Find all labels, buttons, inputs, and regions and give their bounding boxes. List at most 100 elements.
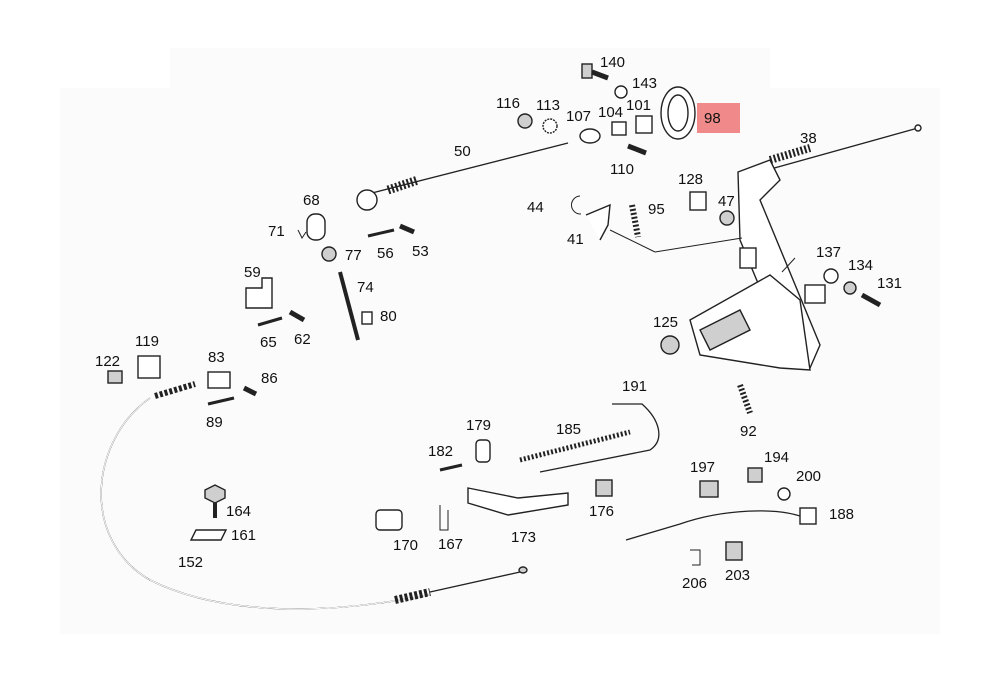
callout-128[interactable]: 128 <box>678 171 703 188</box>
callout-68[interactable]: 68 <box>303 192 320 209</box>
callout-185[interactable]: 185 <box>556 421 581 438</box>
sleeve-101 <box>635 115 653 134</box>
bracket-119 <box>137 355 161 379</box>
callout-167[interactable]: 167 <box>438 536 463 553</box>
callout-50[interactable]: 50 <box>454 143 471 160</box>
callout-194[interactable]: 194 <box>764 449 789 466</box>
cable-188-end <box>799 507 817 525</box>
bushing-104 <box>611 121 627 136</box>
callout-77[interactable]: 77 <box>345 247 362 264</box>
callout-164[interactable]: 164 <box>226 503 251 520</box>
bolt-131 <box>860 292 882 308</box>
callout-53[interactable]: 53 <box>412 243 429 260</box>
callout-98[interactable]: 98 <box>704 110 721 127</box>
callout-71[interactable]: 71 <box>268 223 285 240</box>
bushing-122 <box>107 370 123 384</box>
cable-152-end-a <box>154 381 196 399</box>
nut-77 <box>321 246 337 262</box>
washer-143 <box>614 85 628 99</box>
callout-104[interactable]: 104 <box>598 104 623 121</box>
bolt-176 <box>595 479 613 497</box>
callout-62[interactable]: 62 <box>294 331 311 348</box>
callout-107[interactable]: 107 <box>566 108 591 125</box>
callout-labels: 140 143 116 113 107 104 101 98 110 50 38… <box>95 54 902 592</box>
callout-74[interactable]: 74 <box>357 279 374 296</box>
callout-197[interactable]: 197 <box>690 459 715 476</box>
cable-188 <box>625 510 811 541</box>
washer-137 <box>823 268 839 284</box>
callout-152[interactable]: 152 <box>178 554 203 571</box>
cable-152-core <box>100 397 431 610</box>
rod-50-assembly <box>356 142 569 211</box>
clip-167 <box>439 505 449 531</box>
spring-38 <box>768 144 812 164</box>
nut-47 <box>719 210 735 226</box>
clip-44 <box>571 195 582 215</box>
clip-128 <box>689 191 707 211</box>
callout-125[interactable]: 125 <box>653 314 678 331</box>
bracket-59 <box>245 277 273 309</box>
washer-200 <box>777 487 791 501</box>
bolt-86 <box>242 385 258 397</box>
callout-188[interactable]: 188 <box>829 506 854 523</box>
bolt-140-head <box>581 63 593 79</box>
callout-101[interactable]: 101 <box>626 97 651 114</box>
callout-116[interactable]: 116 <box>496 95 520 112</box>
small-parts-top <box>517 63 882 415</box>
callout-206[interactable]: 206 <box>682 575 707 592</box>
callout-56[interactable]: 56 <box>377 245 394 262</box>
callout-170[interactable]: 170 <box>393 537 418 554</box>
callout-161[interactable]: 161 <box>231 527 256 544</box>
bracket-detail <box>699 309 751 351</box>
callout-110[interactable]: 110 <box>610 161 634 178</box>
callout-140[interactable]: 140 <box>600 54 625 71</box>
callout-38[interactable]: 38 <box>800 130 817 147</box>
callout-119[interactable]: 119 <box>135 333 159 350</box>
lever-bracket <box>689 274 811 371</box>
lever-block <box>739 247 757 269</box>
pin-179 <box>475 439 491 463</box>
leader-41b <box>654 237 743 253</box>
cable-152-end-b <box>394 588 431 604</box>
pin-71 <box>297 229 307 239</box>
callout-176[interactable]: 176 <box>589 503 614 520</box>
callout-182[interactable]: 182 <box>428 443 453 460</box>
part-98-ring-inner <box>667 94 689 132</box>
leader-137 <box>781 257 796 273</box>
callout-59[interactable]: 59 <box>244 264 261 281</box>
callout-83[interactable]: 83 <box>208 349 225 366</box>
bracket-170 <box>375 509 403 531</box>
callout-47[interactable]: 47 <box>718 193 735 210</box>
callout-95[interactable]: 95 <box>648 201 665 218</box>
callout-200[interactable]: 200 <box>796 468 821 485</box>
callout-80[interactable]: 80 <box>380 308 397 325</box>
leader-41 <box>609 229 656 253</box>
callout-173[interactable]: 173 <box>511 529 536 546</box>
lever-173 <box>467 487 569 516</box>
callout-41[interactable]: 41 <box>567 231 584 248</box>
cable-152-wire <box>429 571 521 593</box>
callout-131[interactable]: 131 <box>877 275 902 292</box>
callout-113[interactable]: 113 <box>536 97 560 114</box>
nut-194 <box>747 467 763 483</box>
bolt-164-head <box>204 484 226 504</box>
spring-50 <box>386 175 420 195</box>
callout-92[interactable]: 92 <box>740 423 757 440</box>
lower-left-parts <box>189 484 228 541</box>
callout-44[interactable]: 44 <box>527 199 544 216</box>
callout-203[interactable]: 203 <box>725 567 750 584</box>
callout-137[interactable]: 137 <box>816 244 841 261</box>
callout-134[interactable]: 134 <box>848 257 873 274</box>
callout-65[interactable]: 65 <box>260 334 277 351</box>
bolt-53 <box>399 223 415 235</box>
callout-89[interactable]: 89 <box>206 414 223 431</box>
callout-179[interactable]: 179 <box>466 417 491 434</box>
part-98[interactable] <box>660 86 696 140</box>
callout-86[interactable]: 86 <box>261 370 278 387</box>
callout-122[interactable]: 122 <box>95 353 120 370</box>
lower-mid-parts <box>375 403 660 531</box>
callout-191[interactable]: 191 <box>622 378 647 395</box>
callout-143[interactable]: 143 <box>632 75 657 92</box>
